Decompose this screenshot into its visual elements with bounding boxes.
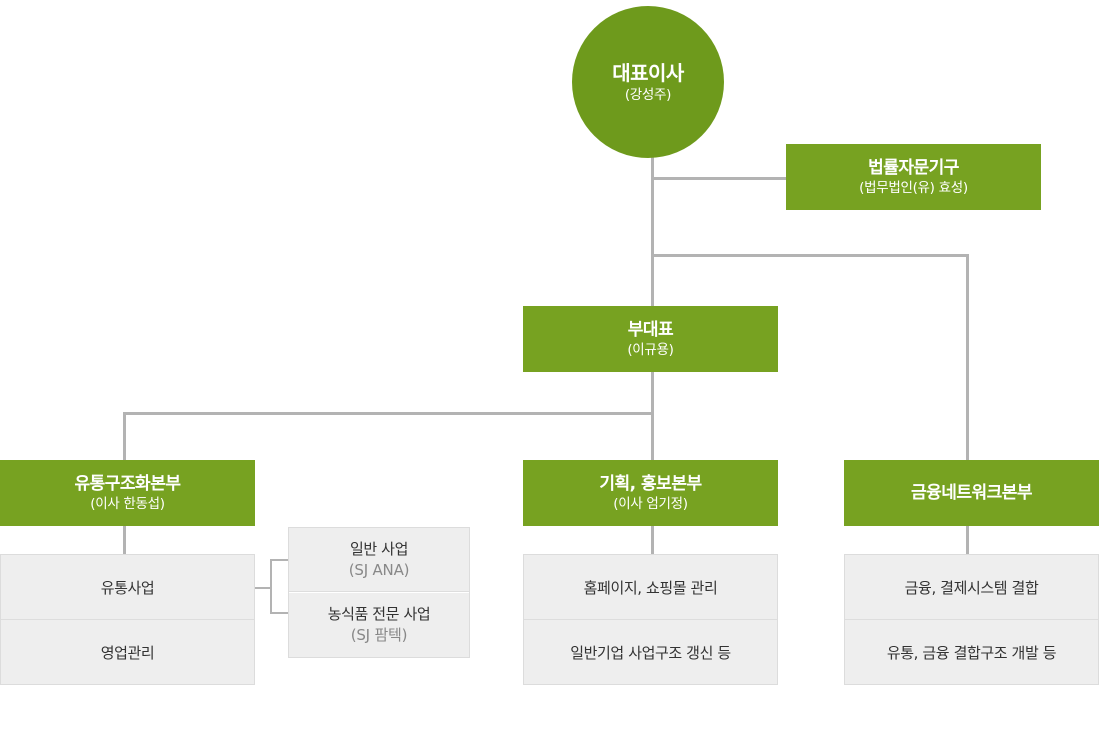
distribution-items-box	[0, 554, 255, 685]
bracket-vertical-line	[270, 559, 272, 614]
division-head-name: (이사 한동섭)	[90, 496, 165, 512]
division-item: 금융, 결제시스템 결합	[845, 555, 1098, 620]
ceo-node: 대표이사 (강성주)	[572, 6, 724, 158]
division-item-label: 일반기업 사업구조 갱신 등	[570, 643, 731, 662]
division-item: 유통, 금융 결합구조 개발 등	[845, 620, 1098, 684]
advisory-branch-line	[651, 177, 787, 180]
ceo-name: (강성주)	[624, 87, 672, 103]
division-item: 영업관리	[1, 620, 254, 684]
ceo-vertical-line	[651, 150, 654, 307]
distribution-branch-vertical-line	[123, 412, 126, 461]
sub-business-item: 농식품 전문 사업 (SJ 팜텍)	[289, 593, 469, 657]
advisory-title: 법률자문기구	[868, 158, 959, 178]
division-title: 유통구조화본부	[74, 474, 181, 494]
distribution-branch-horizontal-line	[123, 412, 654, 415]
division-item: 일반기업 사업구조 갱신 등	[524, 620, 777, 684]
vice-ceo-vertical-line	[651, 371, 654, 461]
finance-branch-horizontal-line	[651, 254, 969, 257]
division-item: 홈페이지, 쇼핑몰 관리	[524, 555, 777, 620]
bracket-bottom-line	[270, 612, 289, 614]
ceo-title: 대표이사	[612, 61, 684, 85]
vice-ceo-title: 부대표	[627, 320, 674, 340]
sub-business-box	[288, 527, 470, 658]
division-item-label: 유통사업	[100, 578, 155, 597]
division-item-label: 금융, 결제시스템 결합	[904, 578, 1039, 597]
distribution-items-line	[123, 525, 126, 555]
sub-business-label: 일반 사업	[350, 539, 408, 558]
sub-business-item: 일반 사업 (SJ ANA)	[289, 528, 469, 592]
planning-division-node: 기획, 홍보본부 (이사 엄기정)	[523, 460, 778, 526]
bracket-stub-line	[255, 587, 271, 589]
finance-branch-vertical-line	[966, 254, 969, 461]
advisory-node: 법률자문기구 (법무법인(유) 효성)	[786, 144, 1041, 210]
sub-business-label: 농식품 전문 사업	[327, 605, 431, 623]
division-item-label: 영업관리	[100, 643, 155, 662]
division-item-label: 홈페이지, 쇼핑몰 관리	[583, 578, 718, 597]
division-title: 금융네트워크본부	[910, 483, 1033, 503]
finance-division-node: 금융네트워크본부	[844, 460, 1099, 526]
planning-items-line	[651, 525, 654, 555]
division-item: 유통사업	[1, 555, 254, 620]
division-title: 기획, 홍보본부	[599, 474, 702, 494]
vice-ceo-name: (이규용)	[627, 342, 674, 358]
planning-items-box	[523, 554, 778, 685]
advisory-name: (법무법인(유) 효성)	[859, 180, 968, 196]
finance-items-line	[966, 525, 969, 555]
division-head-name: (이사 엄기정)	[613, 496, 688, 512]
sub-business-company: (SJ 팜텍)	[350, 626, 408, 644]
bracket-top-line	[270, 559, 289, 561]
division-item-label: 유통, 금융 결합구조 개발 등	[886, 643, 1057, 662]
distribution-division-node: 유통구조화본부 (이사 한동섭)	[0, 460, 255, 526]
sub-business-company: (SJ ANA)	[348, 560, 410, 579]
vice-ceo-node: 부대표 (이규용)	[523, 306, 778, 372]
